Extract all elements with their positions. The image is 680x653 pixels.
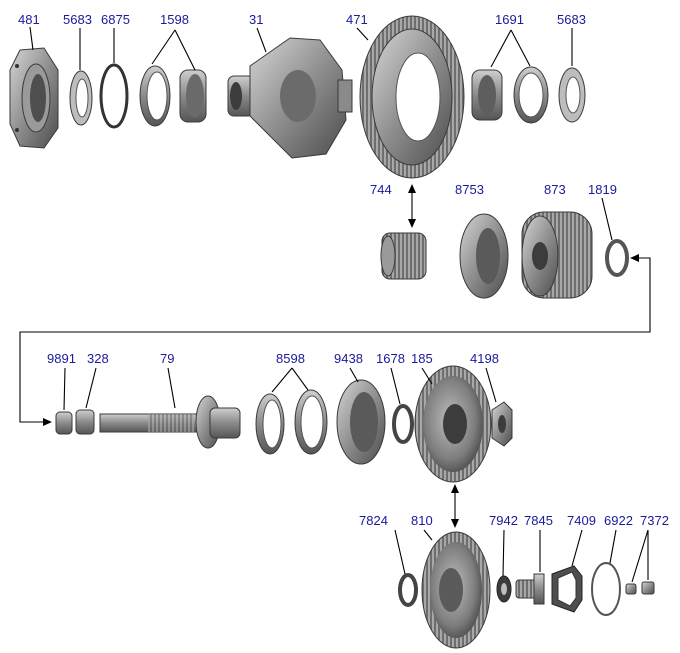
part-185-gear xyxy=(414,365,492,483)
label-744: 744 xyxy=(370,182,392,197)
part-31-differential-case xyxy=(227,37,353,159)
label-185: 185 xyxy=(411,351,433,366)
label-79: 79 xyxy=(160,351,174,366)
label-5683-left: 5683 xyxy=(63,12,92,27)
label-1678: 1678 xyxy=(376,351,405,366)
part-7845-gear xyxy=(515,573,545,605)
label-7942: 7942 xyxy=(489,513,518,528)
part-8598-bearing-races xyxy=(255,389,328,455)
part-328-bearing xyxy=(75,409,95,435)
label-8753: 8753 xyxy=(455,182,484,197)
label-6922: 6922 xyxy=(604,513,633,528)
label-7824: 7824 xyxy=(359,513,388,528)
part-5683-washer-right xyxy=(558,67,586,123)
label-7845: 7845 xyxy=(524,513,553,528)
label-1691: 1691 xyxy=(495,12,524,27)
label-471: 471 xyxy=(346,12,368,27)
part-1598-bearing xyxy=(139,65,207,127)
leader-lines xyxy=(29,26,649,583)
label-873: 873 xyxy=(544,182,566,197)
part-9438-gear-hub xyxy=(336,379,386,465)
label-7409: 7409 xyxy=(567,513,596,528)
label-6875: 6875 xyxy=(101,12,130,27)
part-6875-shim-ring xyxy=(99,63,129,129)
label-4198: 4198 xyxy=(470,351,499,366)
part-79-shaft xyxy=(99,395,241,449)
part-4198-nut xyxy=(491,401,513,447)
label-9891: 9891 xyxy=(47,351,76,366)
label-7372: 7372 xyxy=(640,513,669,528)
part-744-pinion-gear xyxy=(380,232,427,280)
part-8753-hub xyxy=(459,213,509,299)
label-5683-right: 5683 xyxy=(557,12,586,27)
part-1678-snap-ring xyxy=(392,404,414,444)
part-7372-fasteners xyxy=(625,581,655,595)
label-328: 328 xyxy=(87,351,109,366)
label-8598: 8598 xyxy=(276,351,305,366)
label-481: 481 xyxy=(18,12,40,27)
label-31: 31 xyxy=(249,12,263,27)
part-7409-clip-plate xyxy=(551,565,583,613)
label-810: 810 xyxy=(411,513,433,528)
label-1598: 1598 xyxy=(160,12,189,27)
part-6922-circlip xyxy=(591,562,621,616)
part-810-gear xyxy=(421,531,491,649)
label-9438: 9438 xyxy=(334,351,363,366)
label-1819: 1819 xyxy=(588,182,617,197)
part-7824-snap-ring xyxy=(398,573,418,607)
part-5683-washer-left xyxy=(69,70,93,126)
flow-arrows xyxy=(19,184,651,528)
part-labels: 481 5683 6875 1598 31 471 1691 5683 744 … xyxy=(18,12,669,528)
part-481-flange xyxy=(9,47,59,149)
part-9891-bearing xyxy=(55,411,73,435)
part-1819-snap-ring xyxy=(605,239,629,277)
part-471-ring-gear xyxy=(359,15,465,179)
part-7942-washer xyxy=(496,575,512,603)
part-873-clutch-drum xyxy=(521,211,593,299)
part-1691-bearing xyxy=(471,66,549,124)
